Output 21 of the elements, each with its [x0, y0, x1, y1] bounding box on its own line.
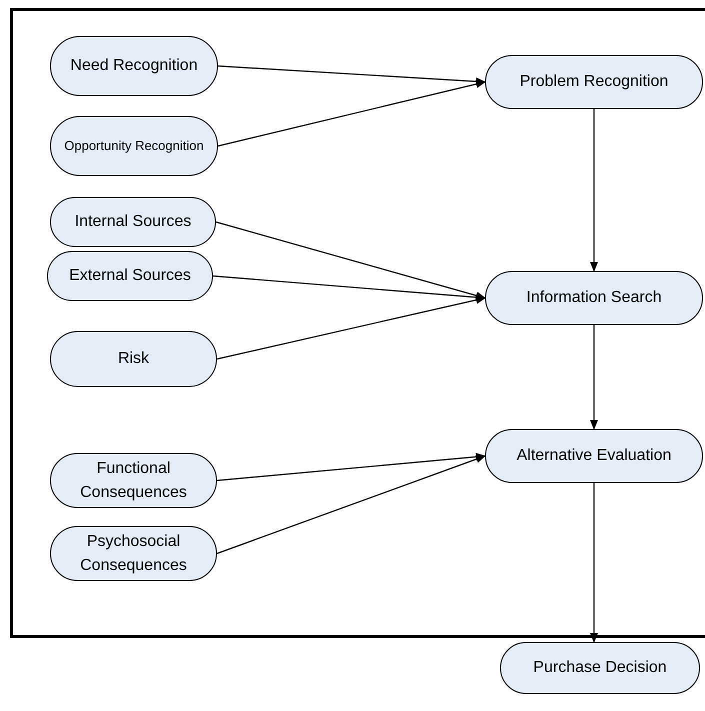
node-label: Purchase Decision [532, 658, 668, 678]
node-label: Information Search [525, 288, 663, 308]
node-label: Psychosocial Consequences [79, 532, 188, 576]
node-label: Problem Recognition [518, 72, 670, 92]
arrow [216, 296, 486, 360]
node-label: Internal Sources [74, 212, 192, 232]
node-label: Risk [116, 349, 150, 369]
node-label: Need Recognition [69, 56, 199, 76]
arrow [218, 65, 486, 86]
arrow [218, 80, 486, 147]
arrow [590, 325, 598, 430]
arrow [216, 221, 486, 300]
node-label: Alternative Evaluation [516, 446, 672, 466]
node-label: Functional Consequences [79, 458, 188, 502]
arrow [590, 483, 598, 643]
arrow [212, 275, 486, 302]
node-label: External Sources [68, 266, 192, 286]
arrow [216, 455, 486, 554]
arrow [216, 452, 486, 482]
node-label: Opportunity Recognition [63, 137, 205, 156]
arrow [590, 109, 598, 272]
